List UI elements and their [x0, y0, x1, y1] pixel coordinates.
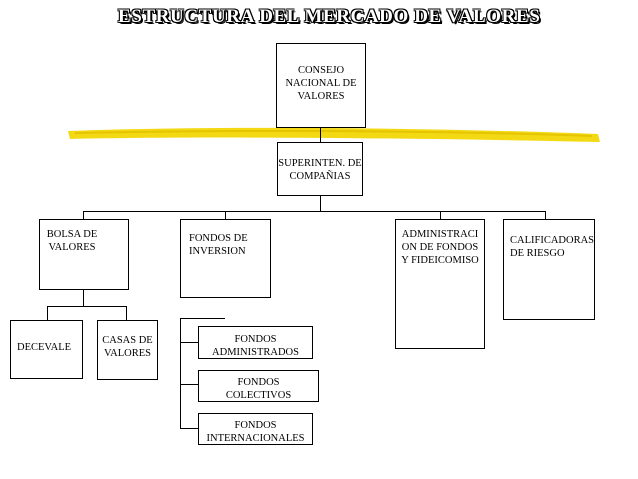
node-fondos-inversion-label: FONDOS DE INVERSION	[189, 233, 248, 257]
connector-calif	[545, 211, 546, 220]
node-fondos-administrados-label: FONDOS ADMINISTRADOS	[212, 334, 299, 358]
connector-fondos-bracket-top	[180, 318, 225, 319]
node-consejo-label: CONSEJO NACIONAL DE VALORES	[285, 65, 357, 102]
node-casas-label: CASAS DE VALORES	[102, 335, 153, 359]
node-administradora: ADMINISTRACI ON DE FONDOS Y FIDEICOMISO	[395, 219, 485, 349]
node-fondos-inversion: FONDOS DE INVERSION	[180, 219, 271, 298]
connector-casas	[126, 306, 127, 320]
node-consejo: CONSEJO NACIONAL DE VALORES	[276, 43, 366, 128]
node-fondos-internacionales: FONDOS INTERNACIONALES	[198, 413, 313, 445]
diagram-title: ESTRUCTURA DEL MERCADO DE VALORES	[118, 6, 541, 27]
node-decevale: DECEVALE	[10, 320, 83, 379]
connector-consejo-super	[320, 128, 321, 143]
node-bolsa: BOLSA DE VALORES	[39, 219, 129, 290]
connector-internacionales	[180, 428, 198, 429]
connector-colectivos	[180, 384, 198, 385]
node-fondos-internacionales-label: FONDOS INTERNACIONALES	[206, 420, 305, 444]
node-fondos-administrados: FONDOS ADMINISTRADOS	[198, 326, 313, 359]
node-casas: CASAS DE VALORES	[97, 320, 158, 380]
node-fondos-colectivos-label: FONDOS COLECTIVOS	[225, 377, 292, 401]
node-calificadoras: CALIFICADORAS DE RIESGO	[503, 219, 595, 320]
connector-super-down	[320, 196, 321, 212]
node-superintendencia-label: SUPERINTEN. DE COMPAÑIAS	[278, 158, 362, 182]
connector-fondos	[225, 211, 226, 220]
node-fondos-colectivos: FONDOS COLECTIVOS	[198, 370, 319, 402]
connector-bolsa-down	[83, 290, 84, 307]
connector-decevale	[47, 306, 48, 320]
node-decevale-label: DECEVALE	[17, 342, 72, 353]
node-calificadoras-label: CALIFICADORAS DE RIESGO	[510, 235, 595, 259]
connector-main-horizontal	[83, 211, 546, 212]
connector-bolsa-horizontal	[47, 306, 127, 307]
connector-administrados	[180, 342, 198, 343]
connector-admin	[440, 211, 441, 220]
connector-fondos-vertical	[180, 318, 181, 429]
node-administradora-label: ADMINISTRACI ON DE FONDOS Y FIDEICOMISO	[401, 229, 479, 266]
connector-bolsa	[83, 211, 84, 220]
node-bolsa-label: BOLSA DE VALORES	[46, 229, 98, 253]
node-superintendencia: SUPERINTEN. DE COMPAÑIAS	[277, 142, 363, 196]
